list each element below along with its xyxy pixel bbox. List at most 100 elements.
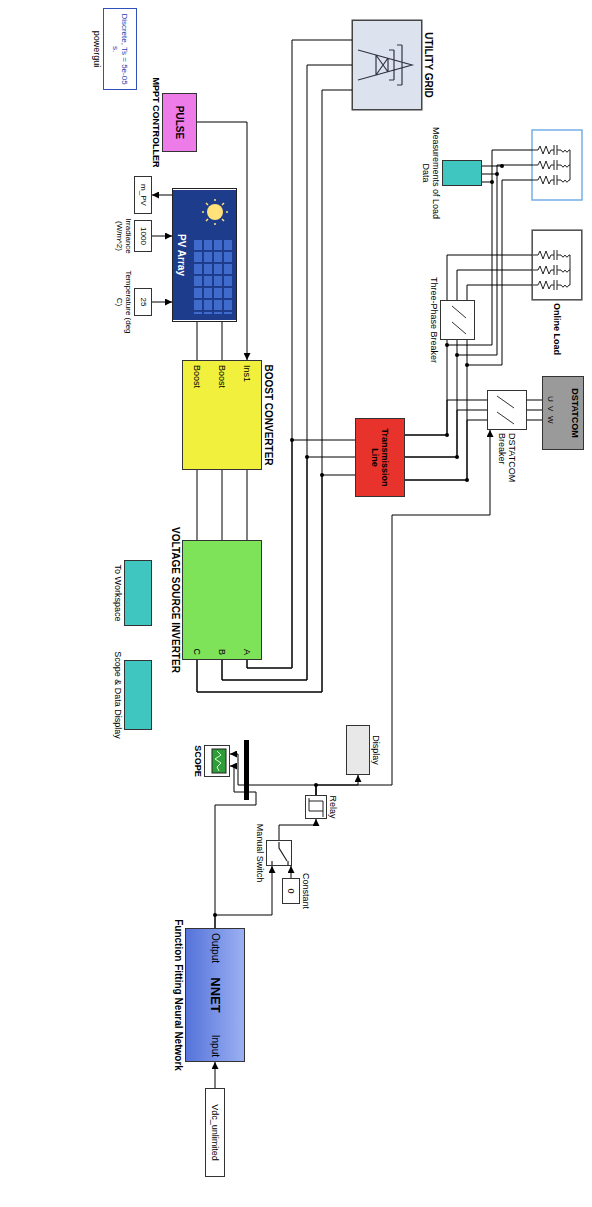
block-name: Temperature (deg C) bbox=[115, 268, 133, 336]
powergui-block: Discrete, Ts = 5e-05 s.powergui bbox=[103, 8, 137, 90]
block-name: Manual Switch bbox=[255, 824, 265, 883]
constant-block: 1000Irradiance (W/m^2) bbox=[134, 220, 152, 252]
switch-symbol bbox=[272, 842, 288, 866]
connector-wire bbox=[215, 766, 256, 928]
measurement-block: Measurements of Load Data bbox=[442, 160, 482, 186]
connector-wire bbox=[197, 122, 247, 360]
block-text: PV Array bbox=[176, 189, 188, 321]
breaker-symbol bbox=[452, 306, 514, 424]
port-label: Output bbox=[210, 933, 222, 963]
connector-wire bbox=[447, 255, 532, 300]
block-name: MPPT CONTROLLER bbox=[151, 78, 161, 168]
dstatcom-block: DSTATCOM UVW bbox=[542, 376, 584, 450]
inverter-block: ABCVOLTAGE SOURCE INVERTER bbox=[182, 540, 262, 660]
port-label: B bbox=[217, 649, 227, 655]
port-label: W bbox=[546, 416, 555, 424]
port-label: C bbox=[192, 649, 202, 656]
block-name: Function Fitting Neural Network bbox=[173, 919, 185, 1071]
port-label: Ins1 bbox=[242, 365, 252, 382]
connector-wire bbox=[279, 819, 316, 840]
connector-wire bbox=[152, 195, 172, 196]
grid-source: UTILITY GRID bbox=[352, 20, 422, 110]
connector-wire bbox=[197, 322, 198, 360]
port-label: Input bbox=[210, 1035, 222, 1057]
port-label: A bbox=[242, 649, 252, 655]
constant-block: 25Temperature (deg C) bbox=[134, 288, 152, 316]
connector-wire bbox=[247, 440, 355, 668]
connector-wire bbox=[467, 285, 532, 300]
connector-wire bbox=[230, 754, 316, 795]
switch-block: Manual Switch bbox=[266, 840, 292, 866]
connector-wire bbox=[527, 420, 542, 421]
neural-network-block: OutputNNETInputFunction Fitting Neural N… bbox=[185, 928, 245, 1062]
port-label: U bbox=[546, 396, 555, 402]
connector-wire bbox=[291, 866, 292, 878]
block-name: SCOPE bbox=[193, 745, 203, 777]
block-name: Irradiance (W/m^2) bbox=[115, 205, 133, 267]
line-block: Transmission Line bbox=[355, 418, 405, 497]
mux-bar bbox=[244, 740, 249, 800]
scope-symbol bbox=[212, 749, 226, 773]
connector-wire bbox=[247, 40, 352, 668]
connector-wire bbox=[222, 322, 223, 360]
block-text: Transmission Line bbox=[370, 419, 391, 496]
connector-wire bbox=[152, 236, 172, 237]
block-name: To Workspace bbox=[113, 565, 123, 622]
block-name: Measurements of Load Data bbox=[420, 118, 441, 228]
display-block: Display bbox=[346, 725, 370, 775]
block-name: Constant bbox=[301, 873, 311, 909]
connector-wire bbox=[457, 270, 532, 300]
subsystem-block: Scope & Data Display bbox=[124, 660, 152, 730]
block-name: UTILITY GRID bbox=[423, 32, 435, 97]
connector-wire bbox=[527, 400, 542, 401]
block-name: Three-Phase Breaker bbox=[429, 277, 439, 363]
connector-wire bbox=[405, 420, 487, 480]
breaker-block: DSTATCOM Breaker bbox=[487, 390, 527, 430]
relay-symbol bbox=[309, 798, 323, 817]
connector-wire bbox=[405, 400, 487, 435]
load-symbol bbox=[532, 130, 582, 200]
block-text: m_PV bbox=[138, 177, 147, 213]
block-text: Vdc_unlimited bbox=[210, 1089, 220, 1176]
block-name: Relay bbox=[328, 795, 338, 818]
connector-wire bbox=[405, 340, 447, 435]
block-name: Online Load bbox=[552, 303, 562, 355]
constant-block: 0Constant bbox=[282, 878, 300, 904]
grid-tower bbox=[352, 20, 422, 110]
load-block: Online Load bbox=[532, 230, 582, 300]
goto-tag: m_PV bbox=[134, 176, 152, 214]
pv-array-block: PV Array bbox=[172, 188, 237, 322]
port-label: V bbox=[546, 406, 555, 411]
block-text: 25 bbox=[138, 289, 147, 315]
connector-wire bbox=[152, 302, 172, 303]
boost-converter: Ins1BoostBoostBOOST CONVERTER bbox=[182, 360, 262, 470]
connector-wire bbox=[247, 470, 248, 540]
block-text: DSTATCOM bbox=[570, 377, 580, 449]
from-tag: Vdc_unlimited bbox=[205, 1088, 225, 1177]
block-text: 1000 bbox=[138, 221, 147, 251]
connector-wire bbox=[527, 410, 542, 411]
subsystem-block: To Workspace bbox=[124, 560, 152, 626]
breaker-block: Three-Phase Breaker bbox=[440, 300, 475, 340]
port-label: Boost bbox=[217, 365, 227, 388]
mppt-block: PULSEMPPT CONTROLLER bbox=[162, 93, 197, 152]
block-text: 0 bbox=[286, 879, 296, 903]
connector-wire bbox=[405, 410, 487, 457]
block-name: DSTATCOM Breaker bbox=[497, 433, 518, 495]
connector-wire bbox=[215, 1062, 216, 1088]
online-load-symbol bbox=[532, 230, 582, 300]
block-name: BOOST CONVERTER bbox=[263, 364, 275, 465]
block-name: VOLTAGE SOURCE INVERTER bbox=[170, 527, 182, 673]
block-name: Display bbox=[371, 735, 381, 765]
block-text: Discrete, Ts = 5e-05 s. bbox=[111, 9, 129, 89]
relay-block: Relay bbox=[305, 795, 327, 819]
pv-panel bbox=[172, 190, 237, 320]
connector-wire bbox=[222, 470, 223, 540]
block-name: powergui bbox=[92, 31, 102, 68]
connector-wire bbox=[197, 470, 198, 540]
block-text: PULSE bbox=[174, 94, 186, 151]
block-name: Scope & Data Display bbox=[113, 651, 123, 739]
scope-block: SCOPE bbox=[204, 745, 230, 777]
